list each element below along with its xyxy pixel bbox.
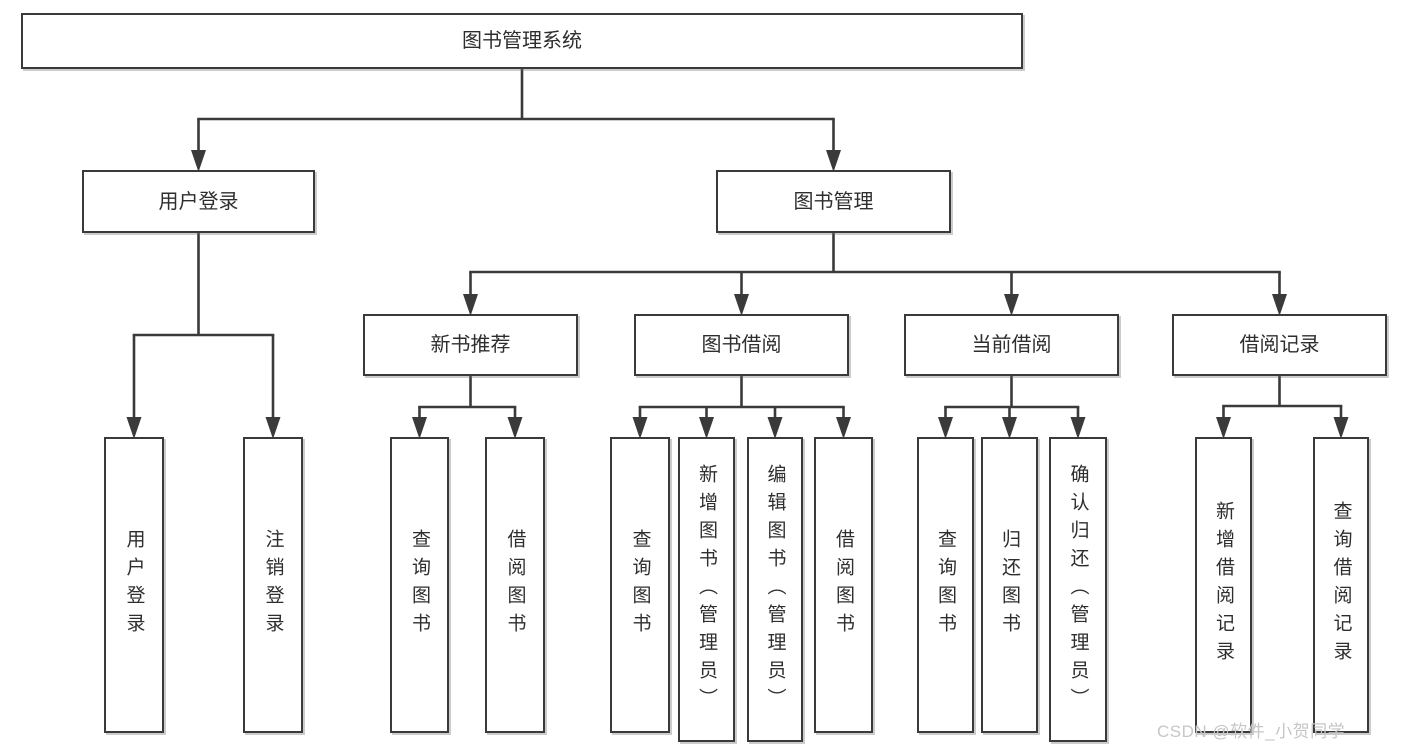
node-leaf-query-book-3: 查询图书 bbox=[917, 437, 974, 733]
node-leaf-query-record: 查询借阅记录 bbox=[1313, 437, 1369, 733]
node-label: 查询借阅记录 bbox=[1330, 501, 1352, 669]
node-label: 查询图书 bbox=[629, 529, 651, 641]
arrowhead-icon bbox=[507, 417, 523, 439]
node-leaf-add-book: 新增图书（管理员） bbox=[678, 437, 735, 742]
node-leaf-query-book-1: 查询图书 bbox=[390, 437, 449, 733]
arrowhead-icon bbox=[632, 417, 648, 439]
node-label: 借阅图书 bbox=[833, 529, 854, 641]
node-label: 注销登录 bbox=[262, 529, 284, 641]
node-label: 用户登录 bbox=[123, 529, 145, 641]
arrowhead-icon bbox=[767, 417, 783, 439]
arrowhead-icon bbox=[826, 150, 841, 172]
arrowhead-icon bbox=[1002, 417, 1017, 439]
arrowhead-icon bbox=[265, 417, 281, 439]
node-leaf-logout: 注销登录 bbox=[243, 437, 303, 733]
node-leaf-query-book-2: 查询图书 bbox=[610, 437, 670, 733]
node-label: 查询图书 bbox=[409, 529, 430, 641]
arrowhead-icon bbox=[1004, 294, 1019, 316]
node-leaf-confirm-return: 确认归还（管理员） bbox=[1049, 437, 1107, 742]
arrowhead-icon bbox=[836, 417, 851, 439]
node-leaf-borrow-book-1: 借阅图书 bbox=[485, 437, 545, 733]
node-label: 编辑图书（管理员） bbox=[764, 463, 786, 716]
arrowhead-icon bbox=[191, 150, 206, 172]
node-label: 当前借阅 bbox=[971, 334, 1052, 356]
node-label: 图书管理 bbox=[793, 190, 874, 213]
arrowhead-icon bbox=[699, 417, 714, 439]
arrowhead-icon bbox=[126, 417, 142, 439]
node-label: 用户登录 bbox=[158, 190, 239, 213]
node-user-login: 用户登录 bbox=[82, 170, 315, 233]
node-leaf-add-record: 新增借阅记录 bbox=[1195, 437, 1252, 733]
node-leaf-user-login: 用户登录 bbox=[104, 437, 164, 733]
node-borrow-records: 借阅记录 bbox=[1172, 314, 1387, 376]
arrowhead-icon bbox=[734, 294, 749, 316]
arrowhead-icon bbox=[1333, 417, 1349, 439]
node-label: 归还图书 bbox=[999, 529, 1020, 641]
node-leaf-edit-book: 编辑图书（管理员） bbox=[747, 437, 803, 742]
node-label: 新增借阅记录 bbox=[1213, 501, 1234, 669]
arrowhead-icon bbox=[463, 294, 478, 316]
node-book-borrow: 图书借阅 bbox=[634, 314, 849, 376]
node-label: 确认归还（管理员） bbox=[1067, 463, 1089, 716]
node-label: 借阅记录 bbox=[1239, 334, 1320, 356]
node-label: 新书推荐 bbox=[430, 334, 511, 356]
node-label: 借阅图书 bbox=[504, 529, 526, 641]
arrowhead-icon bbox=[938, 417, 953, 439]
arrowhead-icon bbox=[412, 417, 427, 439]
node-new-book-rec: 新书推荐 bbox=[363, 314, 578, 376]
node-book-mgmt: 图书管理 bbox=[716, 170, 951, 233]
node-root: 图书管理系统 bbox=[21, 13, 1023, 69]
node-leaf-return-book: 归还图书 bbox=[981, 437, 1038, 733]
arrowhead-icon bbox=[1070, 417, 1086, 439]
node-label: 图书借阅 bbox=[701, 334, 782, 356]
node-leaf-borrow-book-2: 借阅图书 bbox=[814, 437, 873, 733]
node-label: 新增图书（管理员） bbox=[696, 463, 717, 716]
node-label: 图书管理系统 bbox=[462, 30, 582, 52]
arrowhead-icon bbox=[1272, 294, 1287, 316]
arrowhead-icon bbox=[1216, 417, 1231, 439]
node-current-borrow: 当前借阅 bbox=[904, 314, 1119, 376]
node-label: 查询图书 bbox=[935, 529, 956, 641]
